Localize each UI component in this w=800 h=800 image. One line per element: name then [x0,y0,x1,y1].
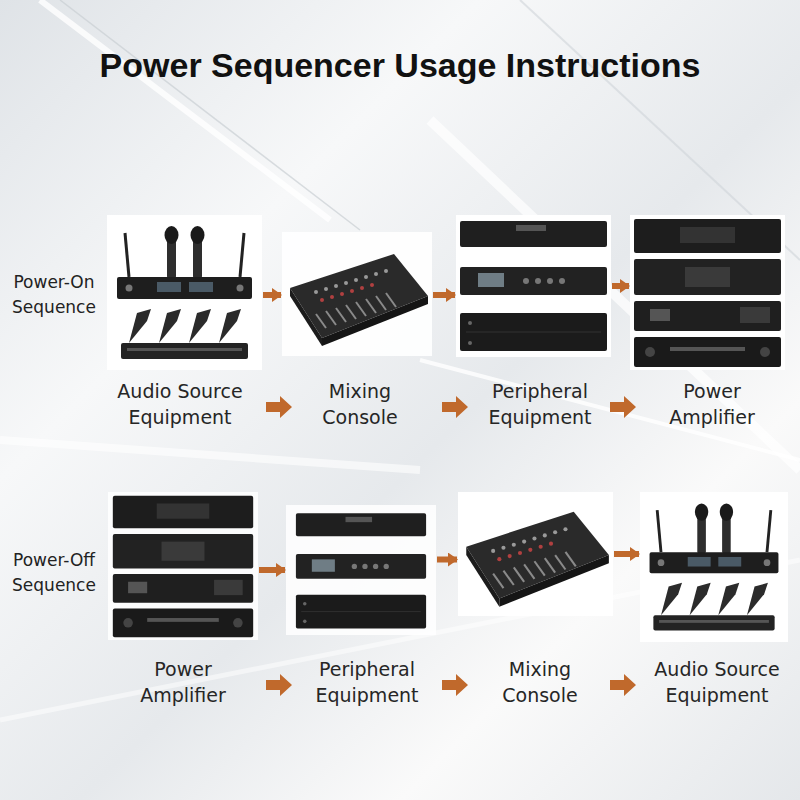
sequence-arrow [263,292,281,298]
sequence-label: Power-Off Sequence [6,548,102,597]
equipment-label: Power Amplifier [119,656,247,708]
arrow-shape [266,396,292,418]
arrow-shape [442,396,468,418]
amplifier-picture [113,496,253,637]
audio-source-picture [650,504,779,631]
amplifier-picture [634,219,781,367]
arrow-shape [442,674,468,696]
drawing-part [0,440,420,470]
peripheral-picture [460,221,607,351]
equipment-label: Audio Source Equipment [102,378,258,430]
diagram-title: Power Sequencer Usage Instructions [0,46,800,85]
drawing-part [420,360,800,460]
equipment-box: Mixing Console [282,240,432,350]
sequence-arrow [437,557,457,563]
label-row-arrows [266,396,636,696]
picture-panel [456,215,611,357]
equipment-label: Mixing Console [476,656,604,708]
arrow-shape [610,674,636,696]
sequence-label: Power-On Sequence [6,270,102,319]
sequence-arrow [433,292,455,298]
audio-source-picture [117,226,252,359]
equipment-label: Mixing Console [296,378,424,430]
equipment-label: Peripheral Equipment [476,378,604,430]
equipment-label: Audio Source Equipment [639,656,795,708]
peripheral-picture [296,513,426,628]
mixer-picture [466,512,609,607]
light-streaks [0,0,800,720]
picture-panel [630,215,785,370]
drawing-part [40,0,330,220]
picture-panel [108,492,258,640]
equipment-box: Power Amplifier [108,492,258,640]
picture-panel [282,232,432,356]
drawing-part [60,0,360,230]
equipment-box: Mixing Console [458,497,613,611]
picture-panel [640,492,788,642]
equipment-box: Audio Source Equipment [640,492,788,642]
drawing-part [430,120,800,470]
equipment-box: Peripheral Equipment [456,215,611,357]
sequence-arrow [259,567,285,573]
picture-panel [107,215,262,370]
equipment-box: Audio Source Equipment [107,215,262,370]
arrow-shape [266,674,292,696]
equipment-label: Peripheral Equipment [303,656,431,708]
mixer-picture [290,254,428,346]
sequence-arrow [614,551,639,557]
picture-panel [458,492,613,616]
sequence-arrow [612,283,629,289]
picture-panels [107,215,788,642]
picture-panel [286,505,436,635]
arrow-shape [610,396,636,418]
equipment-box: Peripheral Equipment [286,508,436,632]
equipment-box: Power Amplifier [630,215,785,370]
equipment-label: Power Amplifier [648,378,776,430]
